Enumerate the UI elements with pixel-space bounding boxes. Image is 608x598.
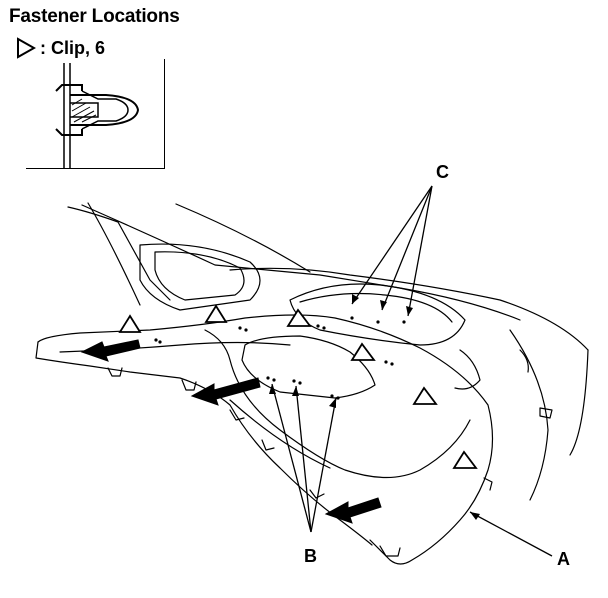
clip-marker-6 (452, 450, 478, 469)
upper-opening-inner (154, 251, 245, 301)
removal-arrow-1 (80, 339, 141, 362)
body-line-4 (87, 202, 141, 306)
body-line-3 (175, 203, 311, 273)
upper-opening (139, 243, 261, 311)
lower-tab-6 (379, 545, 401, 557)
arrowhead-c-3 (406, 306, 413, 316)
side-line (519, 349, 529, 373)
legend-clip-label: Clip, 6 (51, 37, 106, 58)
leader-a (469, 511, 553, 557)
lower-tab-1 (107, 367, 123, 377)
lower-tab-3 (229, 409, 245, 421)
bumper-cover-lower-edge (35, 341, 373, 546)
clip-detail-drawing (55, 63, 140, 169)
clip-marker-2 (204, 304, 228, 323)
callout-b: B (304, 546, 317, 566)
fastener-holes (154, 316, 406, 400)
callout-c: C (436, 162, 449, 182)
body-line-6 (569, 349, 589, 456)
side-tab (483, 477, 493, 491)
leader-c-3 (407, 185, 433, 317)
clip-marker-5 (412, 386, 438, 405)
leader-c-2 (381, 185, 433, 311)
leader-b-1 (271, 383, 312, 533)
removal-arrows (80, 339, 382, 524)
trunk-opening-inner (299, 292, 453, 323)
removal-arrow-2 (190, 377, 261, 406)
arrowhead-b-2 (292, 386, 299, 396)
body-line-2 (81, 204, 521, 321)
body-line-7 (509, 329, 549, 501)
triangle-clip-icon (17, 37, 36, 59)
body-line-1 (67, 206, 171, 301)
trunk-opening (289, 283, 466, 346)
callout-a: A (557, 549, 570, 569)
arrowhead-c-1 (352, 294, 359, 304)
clip-legend: : Clip, 6 (16, 36, 105, 60)
clip-detail-inset (26, 59, 165, 169)
removal-arrow-3 (324, 497, 382, 524)
lower-tab-5 (309, 489, 325, 499)
arrowhead-b-3 (329, 398, 336, 408)
lower-tab-4 (261, 439, 275, 451)
bumper-inner-surface (204, 329, 471, 479)
leader-c-1 (351, 185, 433, 305)
clip-marker-3 (286, 308, 312, 327)
clip-marker-4 (350, 342, 376, 361)
diagram-title: Fastener Locations (9, 6, 180, 27)
bumper-recess (241, 335, 376, 399)
body-line-5 (229, 267, 589, 351)
arrowhead-a (470, 512, 480, 520)
arrowhead-c-2 (380, 300, 387, 310)
clip-marker-1 (118, 314, 142, 333)
legend-separator: : (40, 37, 46, 58)
side-bracket (454, 349, 481, 390)
lower-tab-2 (181, 379, 197, 391)
bumper-inner-line (229, 399, 331, 469)
arrowhead-b-1 (269, 384, 276, 394)
side-clip (539, 407, 553, 419)
leader-b-2 (295, 385, 312, 533)
leader-b-3 (310, 397, 337, 533)
